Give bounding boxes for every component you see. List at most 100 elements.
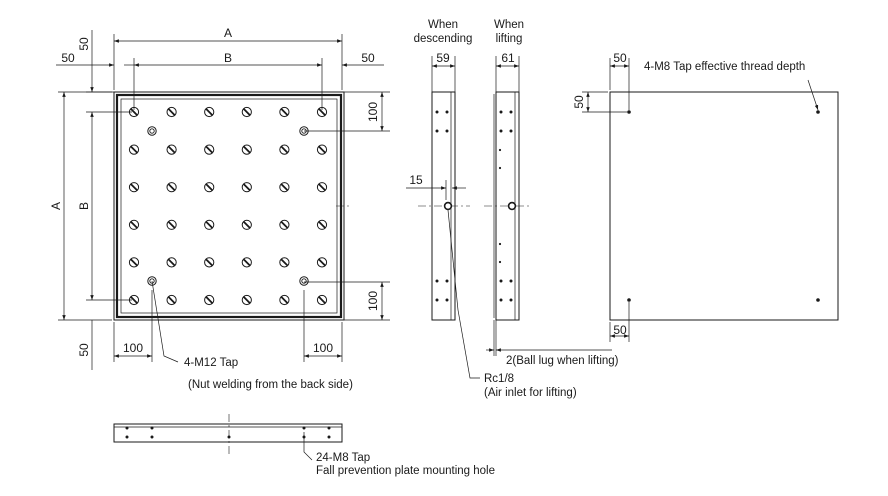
dim-50-back-top: 50 <box>613 51 627 65</box>
side-tap-hole <box>498 166 502 170</box>
top-dimensions <box>56 30 384 110</box>
back-tap-hole <box>627 298 631 302</box>
side-tap-hole <box>499 279 503 283</box>
ball-hole <box>279 257 290 268</box>
back-tap-hole <box>627 110 631 114</box>
side-tap-hole <box>498 242 502 246</box>
ball-hole <box>316 294 328 306</box>
ball-hole <box>204 257 215 268</box>
edge-tap-hole <box>125 435 129 439</box>
dim-a-side: A <box>49 202 63 210</box>
heading-descending-2: descending <box>414 33 473 45</box>
dim-a-top: A <box>224 26 232 40</box>
edge-tap-holes <box>125 426 331 439</box>
edge-tap-hole <box>150 435 154 439</box>
note-ball-lug: 2(Ball lug when lifting) <box>506 355 619 367</box>
ball-hole <box>316 257 328 268</box>
left-dimensions <box>58 91 132 370</box>
ball-hole <box>204 219 215 230</box>
dim-61: 61 <box>501 51 515 65</box>
front-view <box>113 91 352 321</box>
edge-tap-hole <box>327 426 331 430</box>
note-24-m8-tap: 24-M8 Tap <box>316 452 370 464</box>
ball-hole <box>279 106 290 118</box>
edge-tap-hole <box>327 435 331 439</box>
side-tap-hole <box>435 298 439 302</box>
ball-hole <box>166 144 177 155</box>
ball-hole <box>166 294 177 306</box>
ball-hole <box>316 219 328 230</box>
bottom-edge-view <box>113 414 343 461</box>
back-plate <box>609 91 839 321</box>
ball-hole <box>241 182 252 193</box>
ball-hole <box>241 219 252 230</box>
ball-hole <box>241 257 252 268</box>
back-tap-hole <box>816 110 820 114</box>
side-tap-hole <box>509 129 513 133</box>
edge-tap-hole <box>150 426 154 430</box>
dim-100-right-top: 100 <box>366 102 380 122</box>
dim-50-left: 50 <box>61 51 75 65</box>
ball-hole <box>128 182 140 193</box>
ball-hole <box>316 144 328 155</box>
ball-hole <box>166 182 177 193</box>
side-tap-hole <box>445 110 449 114</box>
dim-100-bottom-right: 100 <box>313 341 333 355</box>
ball-hole <box>279 294 290 306</box>
dim-59: 59 <box>436 51 450 65</box>
dim-50-back-left: 50 <box>572 95 586 109</box>
ball-hole <box>128 219 140 230</box>
edge-tap-hole <box>302 426 306 430</box>
edge-tap-hole <box>125 426 129 430</box>
dim-100-right-bottom: 100 <box>366 291 380 311</box>
side-view-descending: When descending 59 15 Rc1/8 (Air inlet f… <box>406 19 577 399</box>
ball-hole <box>279 182 290 193</box>
ball-hole <box>279 144 290 155</box>
side-tap-hole <box>445 279 449 283</box>
ball-hole <box>241 144 252 155</box>
ball-hole <box>204 182 215 193</box>
side-tap-hole <box>499 110 503 114</box>
ball-hole <box>204 106 215 118</box>
side-tap-hole <box>509 298 513 302</box>
ball-hole <box>128 144 140 155</box>
side-tap-hole <box>498 260 502 264</box>
ball-hole <box>241 294 252 306</box>
note-m8-tap-back: 4-M8 Tap effective thread depth <box>644 61 805 73</box>
note-24-m8-detail: Fall prevention plate mounting hole <box>316 465 495 477</box>
dim-50-bottom: 50 <box>77 343 91 357</box>
descend-holes <box>435 110 449 302</box>
front-plate-outer <box>113 91 345 321</box>
ball-hole <box>316 106 328 118</box>
side-tap-hole <box>435 110 439 114</box>
edge-plate <box>113 423 343 443</box>
ball-hole <box>204 294 215 306</box>
right-dimensions <box>304 91 390 321</box>
ball-hole <box>128 257 140 268</box>
ball-hole <box>316 182 328 193</box>
heading-descending-1: When <box>428 19 458 31</box>
side-view-lifting: When lifting 61 2(Ball lug when lifting) <box>484 19 619 367</box>
heading-lifting-2: lifting <box>496 33 523 45</box>
air-inlet-port <box>443 201 453 211</box>
ball-hole <box>204 144 215 155</box>
edge-tap-hole <box>227 435 231 439</box>
heading-lifting-1: When <box>494 19 524 31</box>
ball-hole <box>166 257 177 268</box>
note-rc-detail: (Air inlet for lifting) <box>484 387 577 399</box>
ball-hole <box>279 219 290 230</box>
m12-tap-holes <box>147 126 309 286</box>
lift-holes <box>498 110 513 302</box>
ball-hole <box>166 219 177 230</box>
side-tap-hole <box>509 279 513 283</box>
side-tap-hole <box>499 298 503 302</box>
side-tap-hole <box>445 129 449 133</box>
dim-50-back-bottom: 50 <box>613 323 627 337</box>
ball-hole <box>128 294 140 306</box>
lift-air-port <box>507 201 517 211</box>
ball-hole <box>241 106 252 118</box>
note-m12-tap: 4-M12 Tap <box>184 357 238 369</box>
side-tap-hole <box>435 279 439 283</box>
dim-50-right: 50 <box>361 51 375 65</box>
